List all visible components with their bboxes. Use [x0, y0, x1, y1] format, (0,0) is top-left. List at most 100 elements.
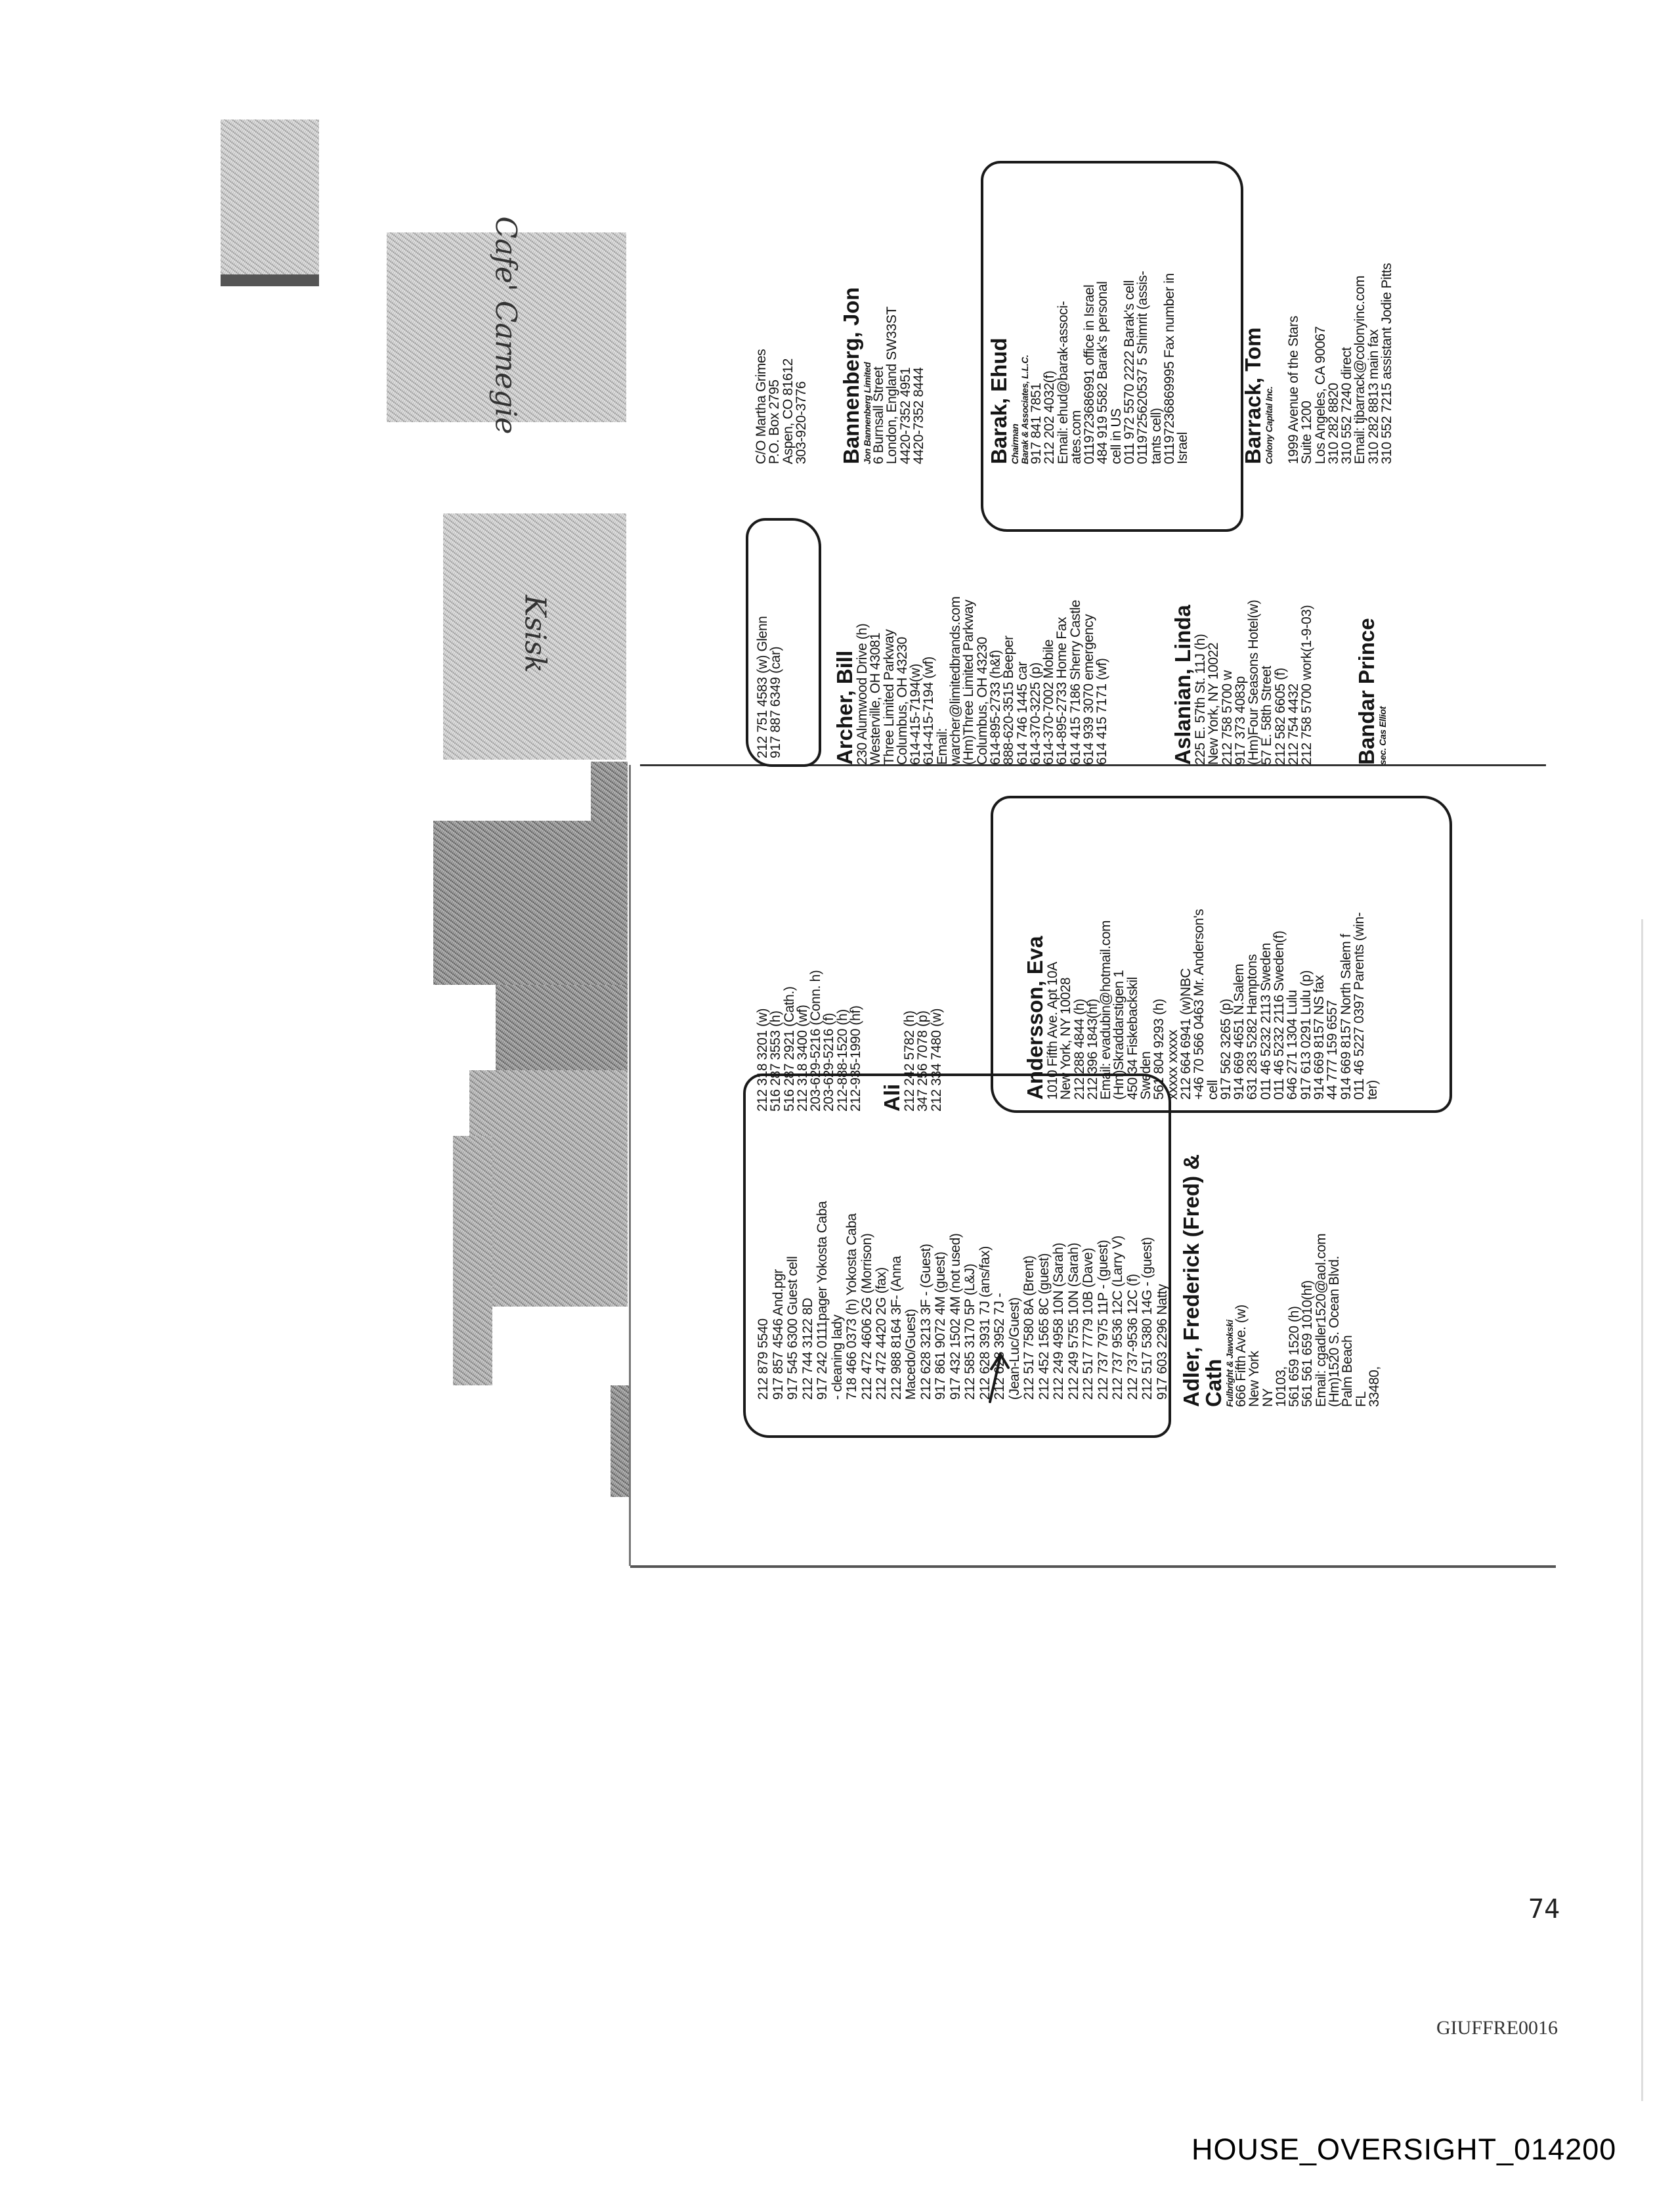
entry-line: 561 659 1520 (h) — [1287, 1306, 1302, 1407]
entry-line: 212-888-1520 (h) — [834, 1009, 850, 1112]
entry-line: tants cell) — [1148, 408, 1164, 464]
entry-line: (Hm)1520 S. Ocean Blvd. — [1327, 1255, 1342, 1407]
scan-artifact — [433, 821, 628, 985]
entry-line: Email: evadubin@hotmail.com — [1098, 920, 1114, 1100]
entry-line: 1010 Fifth Ave. Apt 10A — [1045, 962, 1060, 1100]
entry-line: London, England SW33ST — [884, 307, 900, 464]
entry-name: Bannenberg, Jon — [839, 287, 863, 464]
scan-artifact — [453, 1136, 492, 1385]
handwritten-note: Cafe' Carnegie — [488, 216, 523, 435]
entry-line: 614 415 7186 Sherry Castle — [1067, 599, 1083, 765]
entry-line: 6 Burnsall Street — [871, 366, 886, 464]
entry-line: 917 841 7851 — [1029, 383, 1044, 464]
entry-line: New York — [1247, 1351, 1262, 1407]
entry-line: Three Limited Parkway — [881, 629, 897, 765]
entry-line: 011 972 5570 2222 Barak's cell — [1122, 280, 1138, 464]
entry-line: 212 202 4032(f) — [1042, 370, 1058, 464]
entry-line: 212 879 5540 — [756, 1318, 771, 1400]
entry-line: 888-620-3515 Beeper — [1001, 636, 1017, 765]
entry-line: warcher@limitedbrands.com — [948, 596, 964, 765]
entry-line: C/O Martha Grimes — [754, 349, 769, 464]
entry-line: cell in US — [1108, 408, 1124, 464]
entry-line: (Hm)Four Seasons Hotel(w) — [1246, 599, 1262, 765]
entry-line: 631 283 5282 Hamptons — [1245, 954, 1260, 1100]
entry-line: ter) — [1365, 1080, 1381, 1100]
entry-line: 614 746 1445 car — [1014, 661, 1030, 765]
entry-line: 212 988 8164 3F- (Anna — [888, 1256, 904, 1400]
entry-line: 212 517 5380 14G - (guest) — [1140, 1237, 1155, 1400]
entry-line: 33480, — [1366, 1366, 1382, 1407]
entry-line: Aspen, CO 81612 — [780, 358, 796, 464]
entry-name: Bandar Prince — [1354, 618, 1379, 765]
entry-line: 203-629-5216 (f) — [821, 1012, 837, 1112]
entry-line: New York, NY 10028 — [1058, 977, 1074, 1100]
entry-line: 0119723686991 office in Israel — [1082, 284, 1098, 464]
entry-line: 310 552 7240 direct — [1339, 347, 1355, 464]
handwritten-arrow-icon — [989, 1352, 1010, 1403]
bates-number-giuffre: GIUFFRE0016 — [1436, 2017, 1558, 2039]
gutter-line — [640, 764, 1546, 766]
page-number: 74 — [1528, 1894, 1560, 1924]
entry-line: 225 E. 57th St. 11J (h) — [1193, 634, 1208, 765]
entry-line: 011 46 5232 2113 Sweden — [1258, 943, 1274, 1100]
entry-line: 212-935-1990 (hf) — [848, 1005, 864, 1112]
entry-line: 917 613 0291 Lulu (p) — [1298, 970, 1314, 1100]
scan-artifact-note-card — [387, 232, 626, 422]
scan-artifact — [221, 119, 319, 286]
entry-line: 10103, — [1273, 1366, 1289, 1407]
entry-line: 917 861 9072 4M (guest) — [933, 1251, 948, 1400]
entry-line: 310 282 8813 main fax — [1365, 329, 1381, 464]
entry-line: 212 758 5700 work(1-9-03) — [1299, 605, 1315, 765]
entry-line: 303-920-3776 — [793, 381, 809, 464]
entry-line: 614-370-3225 (p) — [1027, 662, 1043, 765]
scan-artifact-note-card — [443, 513, 626, 760]
entry-line: Email: — [934, 728, 950, 765]
entry-line: 212 249 5755 10N (Sarah) — [1065, 1242, 1081, 1400]
entry-line: 212 288 4844 (h) — [1071, 999, 1087, 1100]
entry-line: NY — [1260, 1388, 1276, 1407]
entry-line: 917 562 3265 (p) — [1218, 999, 1234, 1100]
entry-line: (Jean-Luc/Guest) — [1006, 1297, 1022, 1400]
entry-line: 917 857 4546 And.pgr — [770, 1269, 786, 1400]
entry-subtitle: Chairman — [1010, 423, 1020, 464]
entry-line: 347 256 7078 (p) — [915, 1010, 931, 1112]
entry-line: 646 271 1304 Lulu — [1285, 989, 1300, 1100]
entry-line: 614-415-7194 (wf) — [921, 657, 937, 765]
entry-line: 614 939 3070 emergency — [1081, 614, 1097, 765]
entry-name-cont: Cath — [1201, 1358, 1226, 1407]
entry-line: 516 287 3553 (h) — [768, 1010, 784, 1112]
entry-line: 516 287 2921 (Cath.) — [781, 986, 797, 1112]
entry-line: Columbus, OH 43230 — [974, 637, 990, 765]
page-left-edge — [629, 765, 631, 1566]
entry-line: 310 552 7215 assistant Jodie Pitts — [1379, 263, 1395, 464]
entry-line: Suite 1200 — [1299, 401, 1315, 464]
entry-line: 44 777 159 6557 — [1325, 1000, 1341, 1100]
entry-name: Ali — [880, 1083, 904, 1112]
entry-line: Email: ehud@barak-associ- — [1055, 301, 1071, 464]
entry-line: 561 561 659 1010(hf) — [1300, 1280, 1316, 1407]
entry-line: 917 603 2296 Natty — [1154, 1284, 1170, 1400]
entry-line: Email: tjbarrack@colonyinc.com — [1352, 275, 1368, 464]
entry-line: 666 Fifth Ave. (w) — [1234, 1305, 1249, 1407]
entry-line: 4420-7352 4951 — [897, 367, 913, 464]
entry-line: 1999 Avenue of the Stars — [1286, 316, 1301, 464]
entry-line: 4420-7352 8444 — [911, 367, 926, 464]
entry-line: 212 242 5782 (h) — [902, 1010, 917, 1112]
entry-line: xxxxx xxxxx — [1165, 1030, 1180, 1100]
entry-line: 917 242 0111pager Yokosta Caba — [815, 1201, 830, 1400]
entry-line: 212 472 4606 2G (Morrison) — [859, 1233, 874, 1400]
scan-edge-line — [1641, 919, 1643, 2101]
entry-line: Email: cgadler1520@aol.com — [1313, 1233, 1329, 1407]
entry-name: Barrack, Tom — [1241, 327, 1265, 464]
entry-line: cell — [1205, 1080, 1220, 1100]
entry-line: 212 628 3931 7J (ans/fax) — [977, 1246, 993, 1400]
